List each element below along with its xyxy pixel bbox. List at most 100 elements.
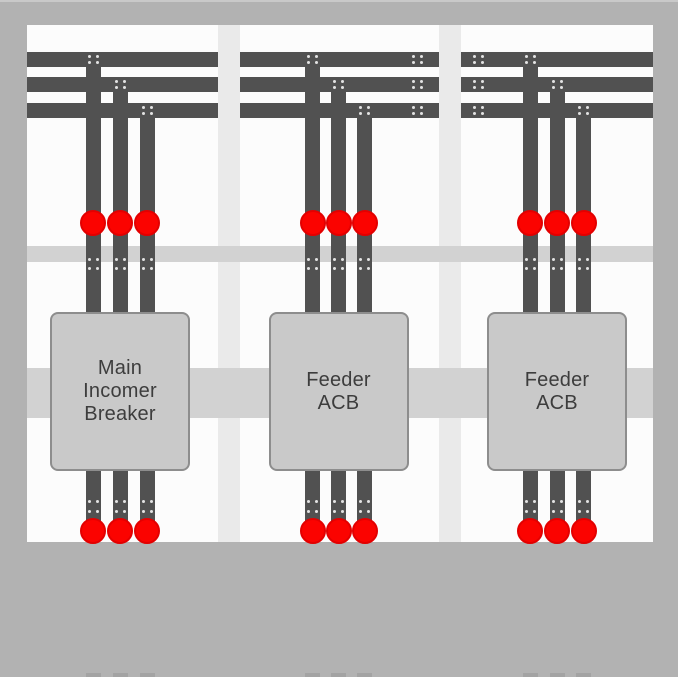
- bolt-dot: [472, 55, 476, 58]
- bolt-dot: [149, 106, 153, 109]
- bolt-dot: [87, 257, 91, 261]
- bolt-dot: [480, 86, 484, 89]
- horizontal-busbar-1: [27, 52, 218, 67]
- busbar-joint-marker: [107, 518, 133, 544]
- bolt-dot: [420, 86, 423, 89]
- busbar-joint-marker: [544, 210, 570, 236]
- bolt-dot: [359, 112, 362, 115]
- bolt-dot: [420, 106, 423, 109]
- bolt-dot: [341, 509, 344, 513]
- bolt-dot: [341, 86, 344, 89]
- busbar-joint-marker: [80, 518, 106, 544]
- bolt-dot: [87, 500, 91, 503]
- bolt-dot: [141, 267, 145, 270]
- bolt-dot: [114, 267, 118, 270]
- bolt-dot: [367, 509, 370, 513]
- bolt-dot: [472, 112, 476, 115]
- bolt-dot: [367, 500, 370, 503]
- breaker-label: Feeder ACB: [306, 368, 371, 414]
- bottom-busbar-stub: [112, 673, 128, 677]
- bolt-dot: [524, 257, 528, 261]
- bolt-dot: [472, 106, 476, 109]
- bolt-dot: [341, 257, 344, 261]
- bolt-dot: [315, 500, 318, 503]
- bolt-dot: [524, 500, 528, 503]
- bolt-dot: [551, 86, 555, 89]
- bolt-dot: [333, 80, 336, 83]
- bolt-dot: [480, 80, 484, 83]
- bolt-dot: [149, 509, 153, 513]
- bottom-busbar-stub: [305, 673, 320, 677]
- bolt-dot: [141, 509, 145, 513]
- bolt-dot: [412, 86, 415, 89]
- busbar-joint-marker: [544, 518, 570, 544]
- bolt-dot: [578, 509, 581, 513]
- top-edge-strip: [0, 0, 678, 2]
- bolt-dot: [551, 500, 555, 503]
- bolt-dot: [586, 106, 589, 109]
- bolt-dot: [420, 80, 423, 83]
- busbar-joint-marker: [570, 210, 597, 236]
- bolt-dot: [367, 257, 370, 261]
- bolt-dot: [359, 257, 362, 261]
- bolt-dot: [333, 267, 336, 270]
- bolt-dot: [524, 55, 528, 58]
- bolt-dot: [578, 106, 581, 109]
- bolt-dot: [307, 61, 310, 64]
- bolt-dot: [472, 61, 476, 64]
- bolt-dot: [141, 257, 145, 261]
- bolt-dot: [149, 267, 153, 270]
- bolt-dot: [559, 509, 563, 513]
- bolt-dot: [559, 80, 563, 83]
- busbar-joint-marker: [517, 518, 543, 544]
- bolt-dot: [532, 257, 536, 261]
- bolt-dot: [87, 267, 91, 270]
- busbar-joint-marker: [570, 518, 597, 544]
- bolt-dot: [420, 112, 423, 115]
- bolt-dot: [114, 86, 118, 89]
- breaker-box: Main Incomer Breaker: [50, 312, 190, 471]
- bolt-dot: [307, 267, 310, 270]
- bolt-dot: [307, 55, 310, 58]
- bolt-dot: [359, 509, 362, 513]
- bolt-dot: [586, 112, 589, 115]
- bottom-busbar-stub: [331, 673, 346, 677]
- bolt-dot: [333, 257, 336, 261]
- bolt-dot: [551, 80, 555, 83]
- bolt-dot: [524, 267, 528, 270]
- bolt-dot: [95, 257, 99, 261]
- bolt-dot: [122, 86, 126, 89]
- bolt-dot: [341, 80, 344, 83]
- bolt-dot: [122, 267, 126, 270]
- bolt-dot: [315, 61, 318, 64]
- busbar-joint-marker: [134, 518, 160, 544]
- busbar-joint-marker: [299, 210, 326, 236]
- bolt-dot: [578, 257, 581, 261]
- bottom-busbar-stub: [85, 673, 101, 677]
- bolt-dot: [341, 500, 344, 503]
- busbar-joint-marker: [299, 518, 326, 544]
- bolt-dot: [333, 86, 336, 89]
- bolt-dot: [412, 55, 415, 58]
- bolt-dot: [420, 61, 423, 64]
- bottom-busbar-stub: [357, 673, 372, 677]
- bolt-dot: [315, 509, 318, 513]
- bolt-dot: [559, 257, 563, 261]
- bolt-dot: [307, 509, 310, 513]
- bolt-dot: [412, 61, 415, 64]
- breaker-box: Feeder ACB: [268, 312, 409, 471]
- bolt-dot: [524, 61, 528, 64]
- bolt-dot: [122, 80, 126, 83]
- bolt-dot: [141, 106, 145, 109]
- bolt-dot: [586, 509, 589, 513]
- bolt-dot: [141, 500, 145, 503]
- bolt-dot: [333, 509, 336, 513]
- busbar-joint-marker: [325, 210, 352, 236]
- bolt-dot: [480, 106, 484, 109]
- bolt-dot: [114, 509, 118, 513]
- bolt-dot: [367, 106, 370, 109]
- breaker-box: Feeder ACB: [487, 312, 627, 471]
- bolt-dot: [586, 500, 589, 503]
